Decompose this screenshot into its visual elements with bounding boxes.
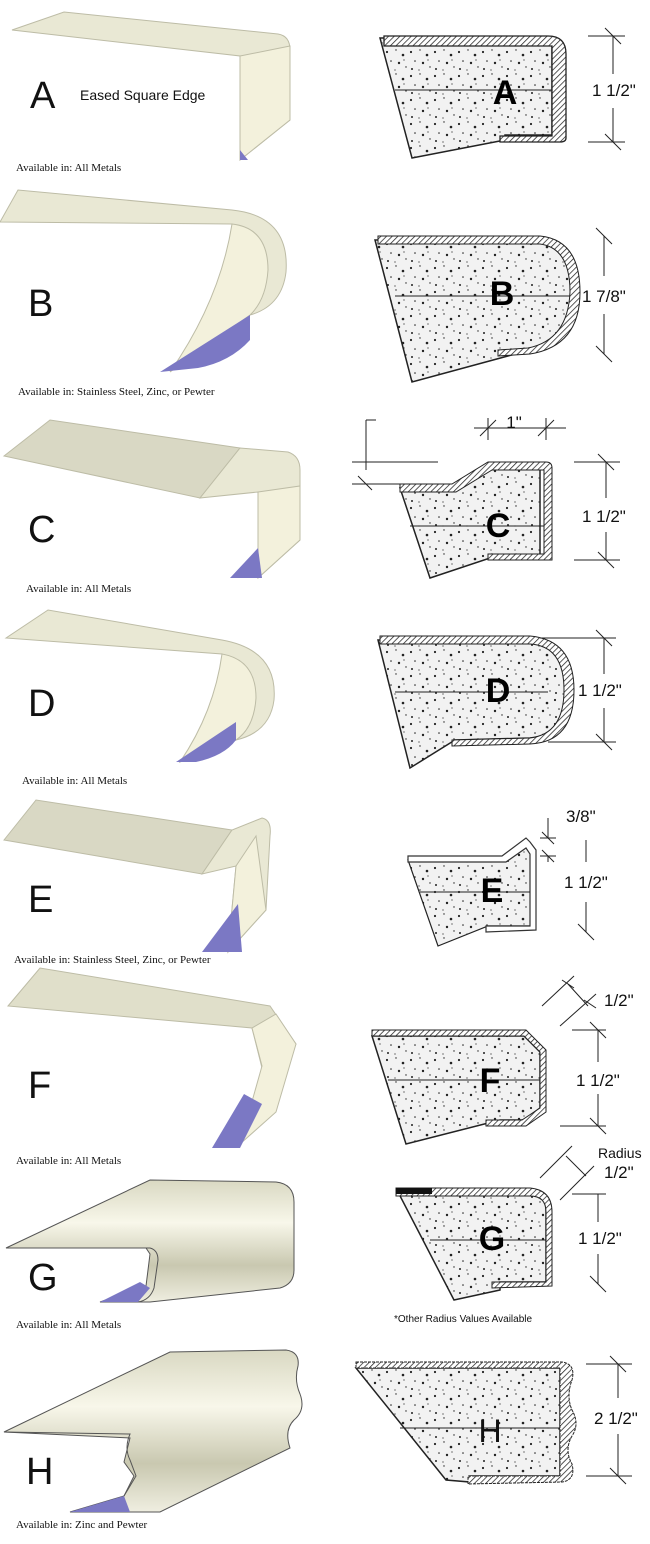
profile-e-height-dim: 1 1/2": [564, 873, 608, 892]
profile-e-cross-section: E: [407, 837, 537, 947]
profile-b-dimension: 1 7/8": [582, 227, 626, 363]
profile-e: E Available in: Stainless Steel, Zinc, o…: [3, 799, 608, 966]
profile-e-section-letter: E: [481, 872, 504, 910]
profile-a-letter: A: [30, 75, 56, 117]
profile-b-height-dim: 1 7/8": [582, 287, 626, 306]
profile-d-height-dim: 1 1/2": [578, 681, 622, 700]
profile-d-letter: D: [28, 683, 55, 725]
profile-d-3d-illustration: [4, 609, 275, 764]
profile-b: B Available in: Stainless Steel, Zinc, o…: [0, 189, 626, 398]
profile-b-section-letter: B: [490, 275, 515, 313]
profile-c-section-letter: C: [486, 507, 511, 545]
profile-e-lip-dim: 3/8": [566, 807, 596, 826]
profile-d-dimension: 1 1/2": [540, 629, 622, 751]
profile-g-availability: Available in: All Metals: [16, 1319, 121, 1331]
profile-f-letter: F: [28, 1065, 51, 1107]
profile-c-3d-illustration: [2, 419, 301, 580]
profile-d-section-letter: D: [486, 672, 511, 710]
profile-g: G Available in: All Metals G Radius 1/2"…: [5, 1145, 642, 1331]
profile-g-section-letter: G: [479, 1220, 505, 1258]
profile-f-dimension: 1/2" 1 1/2": [541, 975, 634, 1135]
profile-c-cross-section: C: [398, 461, 553, 579]
profile-c: C Available in: All Metals C 1": [2, 413, 626, 595]
profile-g-3d-illustration: [5, 1179, 295, 1303]
profile-h-dimension: 2 1/2": [586, 1355, 638, 1485]
profile-g-radius-note: *Other Radius Values Available: [394, 1314, 532, 1325]
profile-f-chamfer-dim: 1/2": [604, 991, 634, 1010]
profile-h-availability: Available in: Zinc and Pewter: [16, 1519, 147, 1531]
profile-h-letter: H: [26, 1451, 53, 1493]
profile-c-width-dim: 1": [506, 413, 522, 432]
profile-f-height-dim: 1 1/2": [576, 1071, 620, 1090]
profile-b-cross-section: B: [374, 235, 581, 383]
profile-g-cross-section: G: [395, 1187, 553, 1301]
profile-b-3d-illustration: [0, 189, 287, 373]
profile-h-3d-illustration: [3, 1349, 303, 1513]
profile-h-height-dim: 2 1/2": [594, 1409, 638, 1428]
profile-g-radius-dim: 1/2": [604, 1163, 634, 1182]
profile-f-section-letter: F: [480, 1062, 501, 1100]
profile-d-cross-section: D: [377, 635, 575, 770]
profile-a-section-letter: A: [493, 74, 518, 112]
profile-c-availability: Available in: All Metals: [26, 583, 131, 595]
profile-a-3d-illustration: [11, 11, 291, 162]
profile-c-dimension: 1" 1 1/2": [352, 413, 626, 569]
profile-f-cross-section: F: [370, 1029, 547, 1145]
profile-g-height-dim: 1 1/2": [578, 1229, 622, 1248]
profile-g-letter: G: [28, 1257, 58, 1299]
profile-a-height-dim: 1 1/2": [592, 81, 636, 100]
profile-a-cross-section: A: [379, 35, 567, 159]
profile-f-availability: Available in: All Metals: [16, 1155, 121, 1167]
profile-f-3d-illustration: [6, 967, 297, 1148]
profile-e-availability: Available in: Stainless Steel, Zinc, or …: [14, 954, 211, 966]
profile-g-radius-label: Radius: [598, 1145, 642, 1161]
profile-d-availability: Available in: All Metals: [22, 775, 127, 787]
profile-e-3d-illustration: [3, 799, 271, 954]
profile-h: H Available in: Zinc and Pewter H 2 1/2": [3, 1349, 638, 1531]
profile-d: D Available in: All Metals D 1 1/2": [4, 609, 622, 787]
profile-b-availability: Available in: Stainless Steel, Zinc, or …: [18, 386, 215, 398]
profile-f: F Available in: All Metals F 1/2" 1 1/2": [6, 967, 634, 1167]
profile-g-dimension: Radius 1/2" 1 1/2": [539, 1145, 642, 1293]
profile-h-cross-section: H: [354, 1361, 577, 1485]
profile-b-letter: B: [28, 283, 53, 325]
profile-e-dimension: 3/8" 1 1/2": [540, 807, 608, 941]
profile-a-availability: Available in: All Metals: [16, 162, 121, 174]
profile-c-height-dim: 1 1/2": [582, 507, 626, 526]
profile-c-letter: C: [28, 509, 55, 551]
profile-e-letter: E: [28, 879, 53, 921]
profile-a: A Eased Square Edge Available in: All Me…: [11, 11, 636, 174]
profile-a-name: Eased Square Edge: [80, 87, 206, 103]
profile-h-section-letter: H: [478, 1413, 501, 1449]
profile-a-dimension: 1 1/2": [588, 27, 636, 151]
